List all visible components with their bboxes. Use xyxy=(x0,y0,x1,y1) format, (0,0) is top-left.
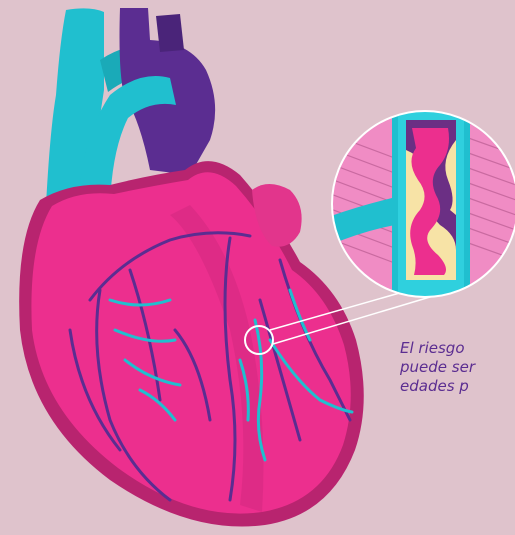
caption-line-1: El riesgo xyxy=(400,339,465,357)
ventricle-shade xyxy=(170,205,264,512)
zoom-line-upper xyxy=(269,289,411,331)
great-vessels xyxy=(46,8,216,210)
coronary-veins xyxy=(68,231,352,502)
aorta-branch xyxy=(156,14,184,52)
caption-text: El riesgo puede ser edades p xyxy=(400,339,515,396)
artery-branch xyxy=(332,195,412,245)
heart-main xyxy=(31,172,351,514)
caption-line-2: puede ser xyxy=(400,358,475,376)
caption-line-3: edades p xyxy=(400,377,469,395)
vena-cava xyxy=(78,76,176,210)
blood-flow xyxy=(410,128,449,275)
left-atrium xyxy=(252,184,302,247)
heart-illustration xyxy=(19,161,364,527)
zoom-marker xyxy=(244,325,274,355)
artery-zoom-icon xyxy=(331,110,515,298)
coronary-arteries xyxy=(108,288,354,462)
